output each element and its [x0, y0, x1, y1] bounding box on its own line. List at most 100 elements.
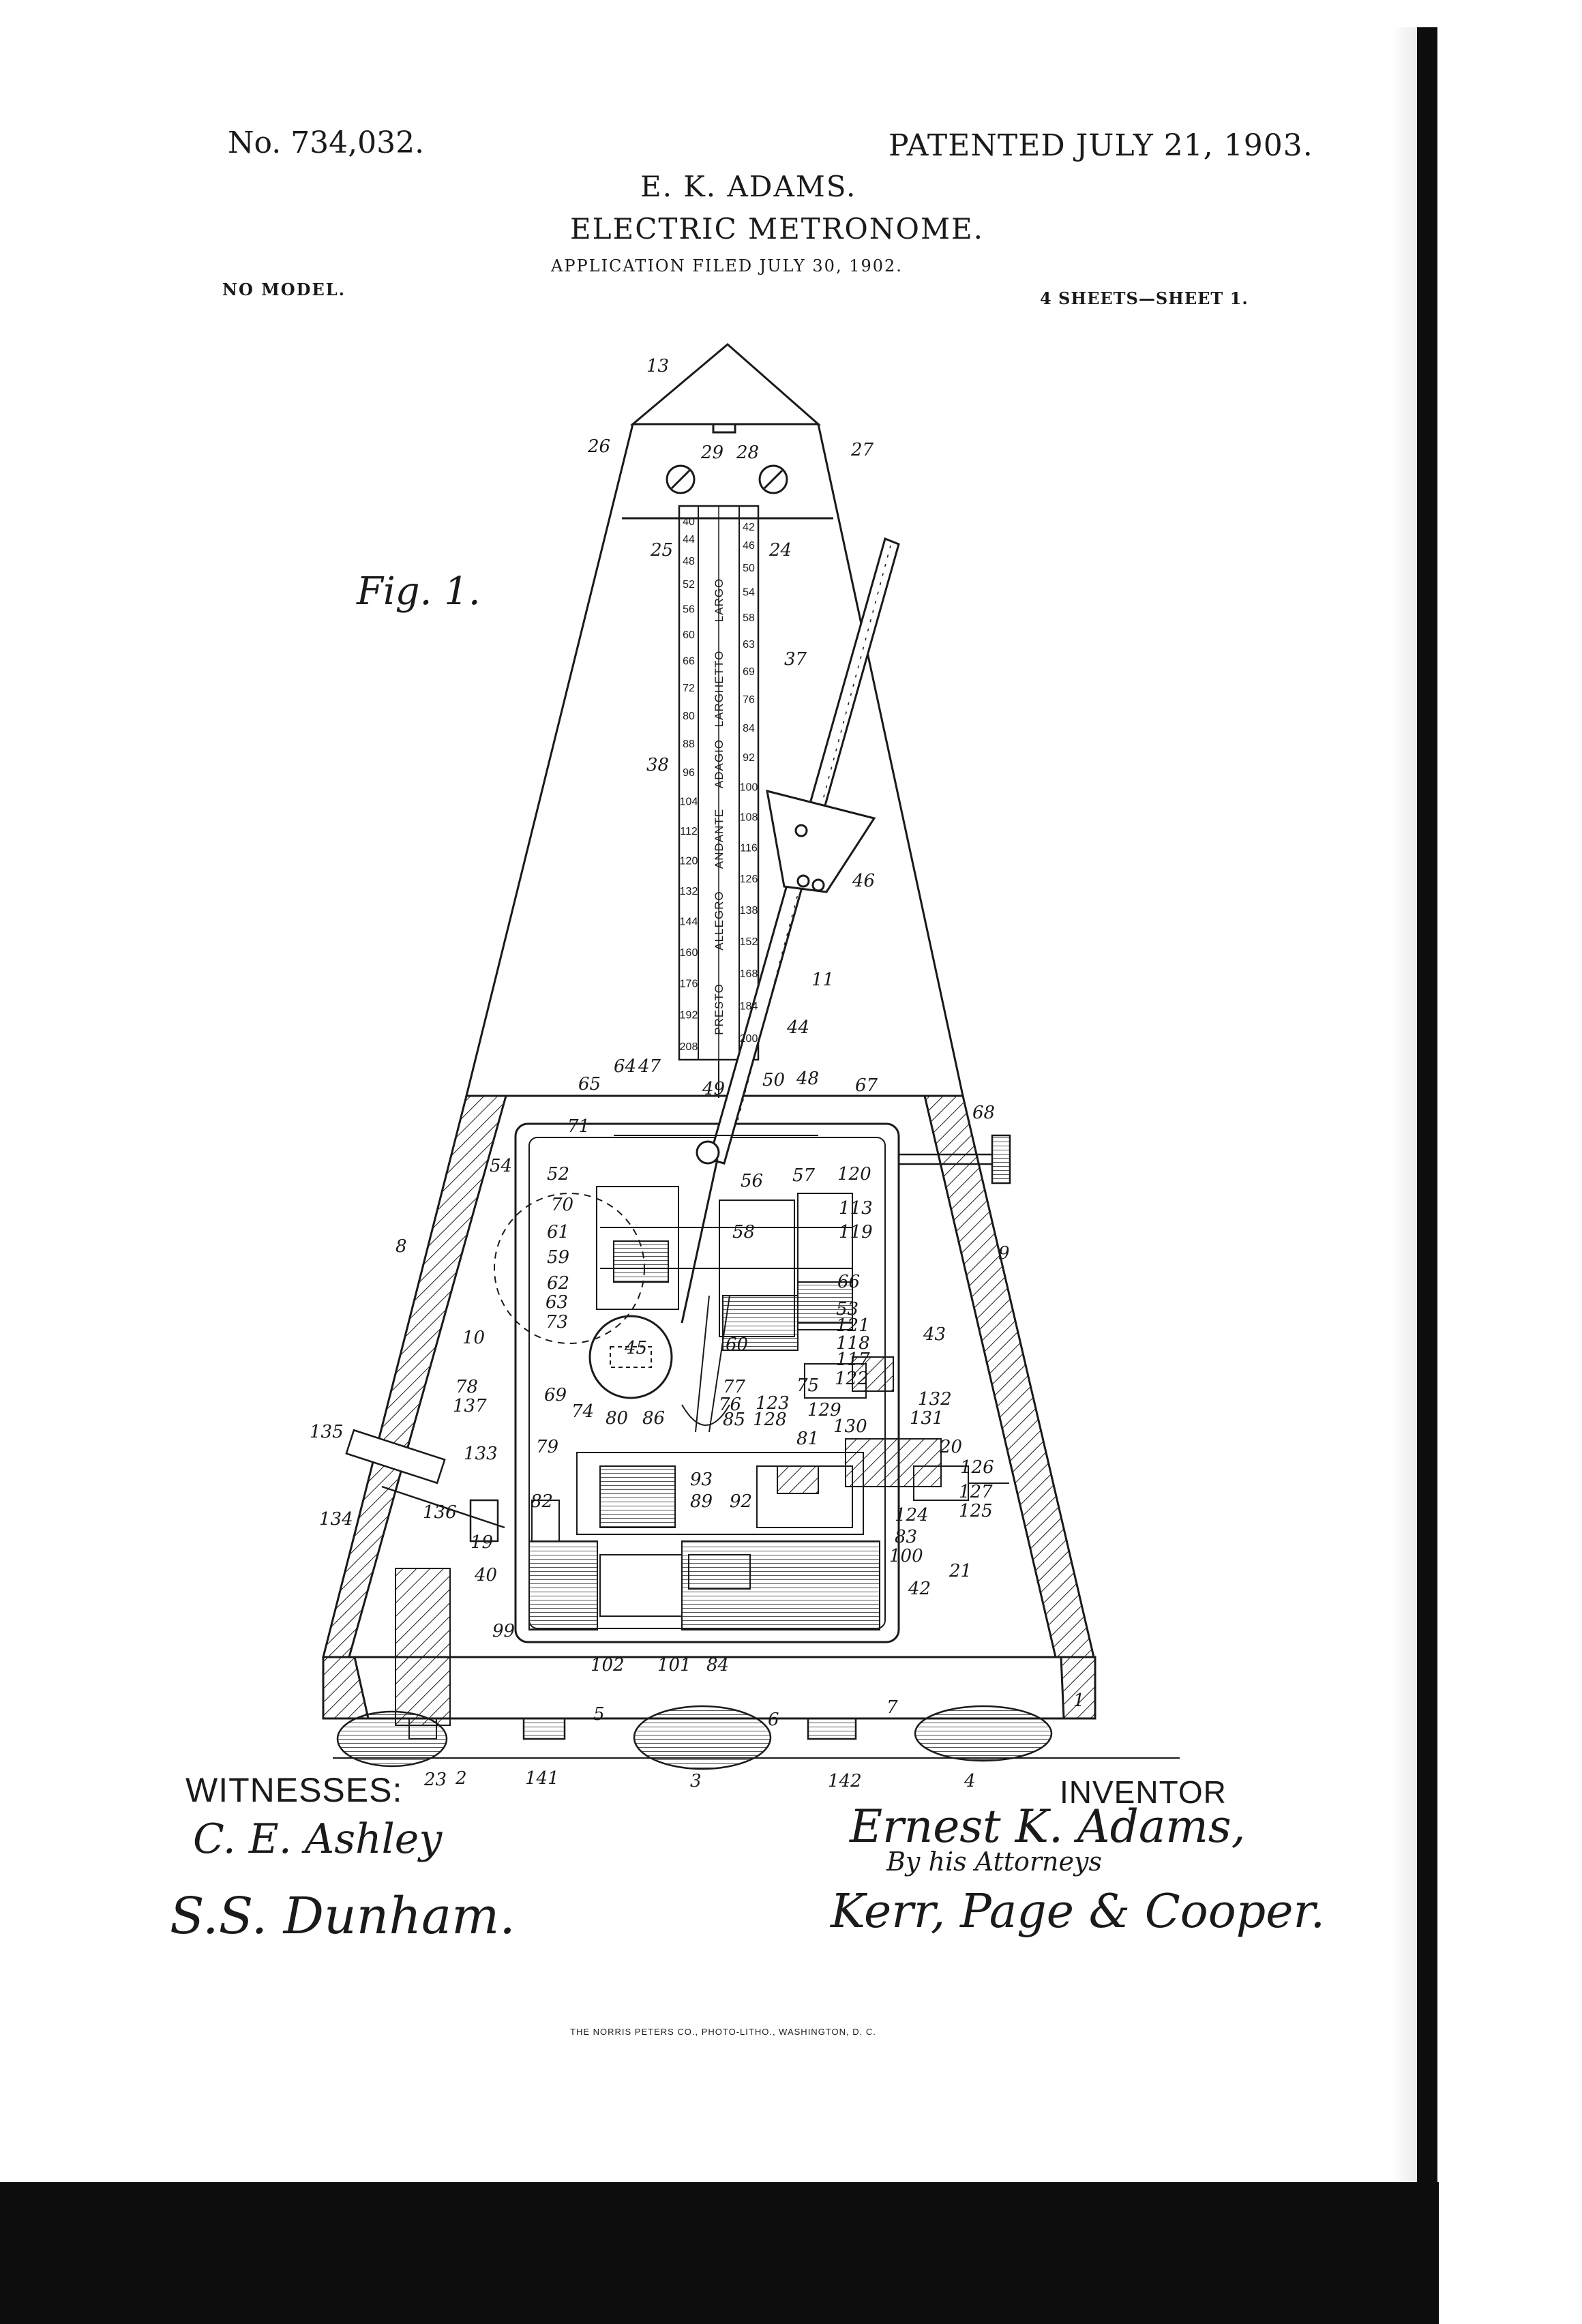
tempo-scale-right: 4246505458636976849210010811612613815216…	[740, 522, 758, 1045]
reference-numeral: 63	[546, 1292, 568, 1313]
reference-numeral: 9	[998, 1243, 1010, 1264]
reference-numeral: 135	[310, 1422, 344, 1442]
tempo-term: PRESTO	[713, 983, 726, 1035]
reference-numeral: 123	[756, 1393, 790, 1414]
reference-numeral: 74	[571, 1401, 594, 1422]
scale-left-mark: 48	[683, 556, 695, 567]
scale-left-mark: 208	[680, 1041, 698, 1053]
reference-numeral: 62	[547, 1273, 569, 1294]
reference-numeral: 44	[786, 1017, 809, 1038]
application-filed: APPLICATION FILED JULY 30, 1902.	[551, 256, 903, 275]
reference-numeral: 57	[792, 1165, 816, 1186]
reference-numeral: 101	[657, 1655, 691, 1675]
reference-numeral: 50	[762, 1070, 785, 1090]
electromagnet	[531, 1452, 864, 1542]
reference-numeral: 133	[464, 1444, 498, 1464]
lower-components	[528, 1540, 880, 1630]
scale-right-mark: 69	[743, 666, 755, 678]
reference-numeral: 65	[578, 1074, 601, 1094]
scale-right-mark: 184	[740, 1000, 758, 1012]
reference-numeral: 80	[606, 1408, 628, 1429]
pendulum-pivot	[696, 1140, 720, 1165]
reference-numeral: 69	[544, 1385, 567, 1405]
reference-numeral: 25	[650, 540, 673, 561]
reference-numeral: 77	[723, 1377, 746, 1397]
reference-numeral: 134	[319, 1509, 353, 1530]
reference-numeral: 129	[807, 1400, 841, 1420]
reference-numeral: 117	[836, 1350, 870, 1370]
reference-numeral: 54	[490, 1156, 512, 1176]
reference-numeral: 47	[638, 1056, 661, 1077]
reference-numeral: 20	[939, 1437, 962, 1457]
reference-numeral: 10	[462, 1328, 485, 1348]
tempo-term: LARGHETTO	[713, 651, 726, 728]
scale-left-mark: 104	[680, 796, 698, 808]
reference-numeral: 6	[768, 1710, 779, 1730]
scale-right-mark: 200	[740, 1033, 758, 1045]
inventor-name: E. K. ADAMS.	[640, 170, 857, 203]
scale-right-mark: 58	[743, 612, 755, 624]
figure-label: Fig. 1.	[357, 569, 481, 614]
reference-numeral: 86	[642, 1408, 665, 1429]
reference-numeral: 45	[624, 1338, 647, 1358]
reference-numeral: 131	[910, 1408, 944, 1429]
inner-frame	[514, 1122, 900, 1643]
contact-assembly	[804, 1356, 1009, 1501]
page-shadow	[1391, 27, 1418, 2182]
tempo-scale-left: 4044485256606672808896104112120132144160…	[680, 516, 698, 1053]
reference-numeral: 126	[960, 1457, 994, 1478]
reference-numeral: 52	[547, 1164, 569, 1185]
scale-right-mark: 54	[743, 587, 755, 599]
sheet-count: 4 SHEETS—SHEET 1.	[1040, 288, 1249, 308]
feet	[336, 1705, 1053, 1770]
reference-numeral: 99	[492, 1621, 515, 1641]
scale-left-mark: 40	[683, 516, 695, 528]
tempo-term: LARGO	[713, 578, 726, 623]
scale-right-mark: 63	[743, 639, 755, 651]
scale-right-mark: 152	[740, 936, 758, 948]
reference-numeral: 2	[455, 1768, 467, 1789]
reference-numeral: 125	[959, 1501, 993, 1521]
reference-numeral: 1	[1073, 1690, 1085, 1711]
reference-numeral: 28	[736, 443, 759, 463]
reference-numeral: 53	[836, 1299, 859, 1320]
patent-title: ELECTRIC METRONOME.	[570, 212, 984, 245]
tempo-term: ALLEGRO	[713, 891, 726, 950]
scale-right-mark: 126	[740, 874, 758, 885]
reference-numeral: 119	[839, 1222, 873, 1242]
reference-numeral: 136	[423, 1502, 457, 1523]
reference-numeral: 61	[547, 1222, 569, 1242]
reference-numeral: 59	[547, 1247, 569, 1268]
reference-numeral: 76	[719, 1395, 741, 1415]
reference-numeral: 67	[855, 1075, 878, 1096]
scale-right-mark: 46	[743, 540, 755, 552]
reference-numeral: 64	[614, 1056, 636, 1077]
scan-border-right	[1417, 27, 1437, 2244]
reference-numeral: 122	[835, 1369, 869, 1389]
reference-numeral: 37	[784, 649, 807, 670]
scale-left-mark: 80	[683, 711, 695, 722]
reference-numeral: 58	[732, 1222, 755, 1242]
reference-numeral: 92	[730, 1491, 752, 1512]
reference-numeral: 43	[923, 1324, 946, 1345]
reference-numeral: 40	[474, 1565, 497, 1585]
reference-numeral: 81	[796, 1429, 819, 1449]
screw-right	[758, 464, 788, 494]
reference-numeral: 82	[531, 1491, 553, 1512]
patent-date: PATENTED JULY 21, 1903.	[889, 128, 1313, 163]
reference-numeral: 75	[796, 1375, 819, 1396]
scale-left-mark: 72	[683, 683, 695, 694]
witnesses-label: WITNESSES:	[185, 1771, 403, 1809]
reference-numeral: 130	[833, 1416, 867, 1437]
scale-left-mark: 52	[683, 579, 695, 591]
pendulum-bob	[588, 1315, 673, 1399]
reference-numeral: 128	[753, 1410, 787, 1430]
reference-numeral: 83	[895, 1527, 917, 1547]
reference-numeral: 19	[471, 1532, 493, 1553]
switch-handle	[345, 1429, 505, 1543]
scale-left-mark: 96	[683, 767, 695, 779]
witness-signature-2: S.S. Dunham.	[170, 1887, 516, 1946]
attorneys-signature: Kerr, Page & Cooper.	[831, 1885, 1326, 1939]
